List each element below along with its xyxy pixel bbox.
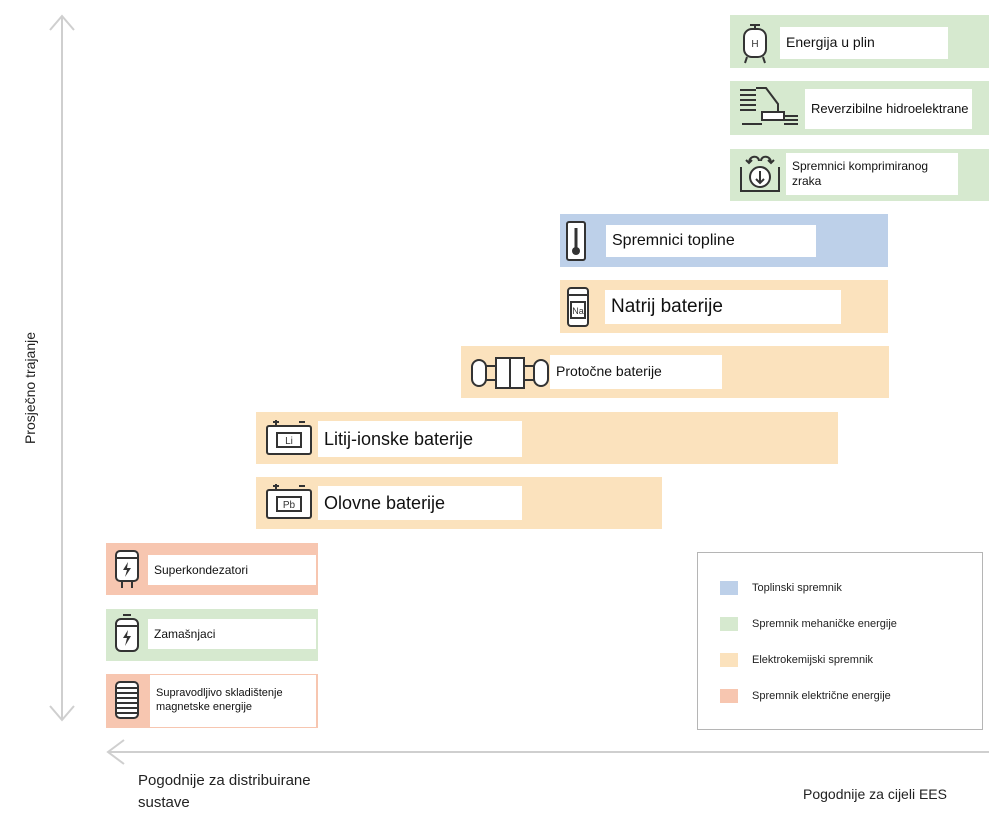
legend-label-electrical: Spremnik električne energije <box>752 690 891 702</box>
legend-swatch-thermal <box>720 581 738 595</box>
hydrogen-symbol: H <box>751 39 758 50</box>
coil-icon <box>112 678 142 727</box>
pumped-hydro-label: Reverzibilne hidroelektrane <box>805 89 972 129</box>
legend-item-electrochemical: Elektrokemijski spremnik <box>720 651 873 669</box>
lead-symbol: Pb <box>283 500 296 511</box>
hydro-plant-icon <box>738 84 800 133</box>
legend-item-thermal: Toplinski spremnik <box>720 579 842 597</box>
sodium-batteries-label: Natrij baterije <box>605 290 841 324</box>
li-battery-icon: Li <box>263 420 315 461</box>
sodium-battery-icon: Na <box>566 284 590 333</box>
legend-swatch-electrochemical <box>720 653 738 667</box>
supercapacitor-icon <box>112 548 142 595</box>
y-axis-arrow-down <box>49 705 75 722</box>
legend-swatch-electrical <box>720 689 738 703</box>
thermal-storage-label: Spremnici topline <box>606 225 816 257</box>
y-axis-arrow-up <box>49 14 75 31</box>
compressed-air-icon <box>737 151 783 200</box>
lead-batteries-label: Olovne baterije <box>318 486 522 520</box>
legend-item-mechanical: Spremnik mehaničke energije <box>720 615 897 633</box>
legend-label-thermal: Toplinski spremnik <box>752 582 842 594</box>
sodium-symbol: Na <box>572 306 584 316</box>
legend-label-electrochemical: Elektrokemijski spremnik <box>752 654 874 666</box>
x-axis-label-right: Pogodnije za cijeli EES <box>803 786 947 802</box>
legend-label-mechanical: Spremnik mehaničke energije <box>752 618 897 630</box>
li-ion-batteries-label: Litij-ionske baterije <box>318 421 522 457</box>
supercapacitors-label: Superkondezatori <box>148 555 316 585</box>
lithium-symbol: Li <box>285 436 293 447</box>
hydrogen-tank-icon: H <box>737 22 773 69</box>
compressed-air-label: Spremnici komprimiranog zraka <box>786 153 958 195</box>
legend-item-electrical: Spremnik električne energije <box>720 687 891 705</box>
pb-battery-icon: Pb <box>263 484 315 525</box>
flow-batteries-label: Protočne baterije <box>550 355 722 389</box>
x-axis-arrow-left <box>106 739 125 765</box>
flywheels-label: Zamašnjaci <box>148 619 316 649</box>
smes-label: Supravodljivo skladištenje magnetske ene… <box>150 675 316 727</box>
thermometer-icon <box>565 220 587 267</box>
legend-swatch-mechanical <box>720 617 738 631</box>
y-axis-label: Prosječno trajanje <box>22 331 38 445</box>
legend: Toplinski spremnik Spremnik mehaničke en… <box>697 552 983 730</box>
x-axis-label-left: Pogodnije za distribuirane sustave <box>138 772 311 811</box>
flywheel-icon <box>112 613 142 660</box>
flow-battery-icon <box>468 354 552 395</box>
power-to-gas-label: Energija u plin <box>780 27 948 59</box>
